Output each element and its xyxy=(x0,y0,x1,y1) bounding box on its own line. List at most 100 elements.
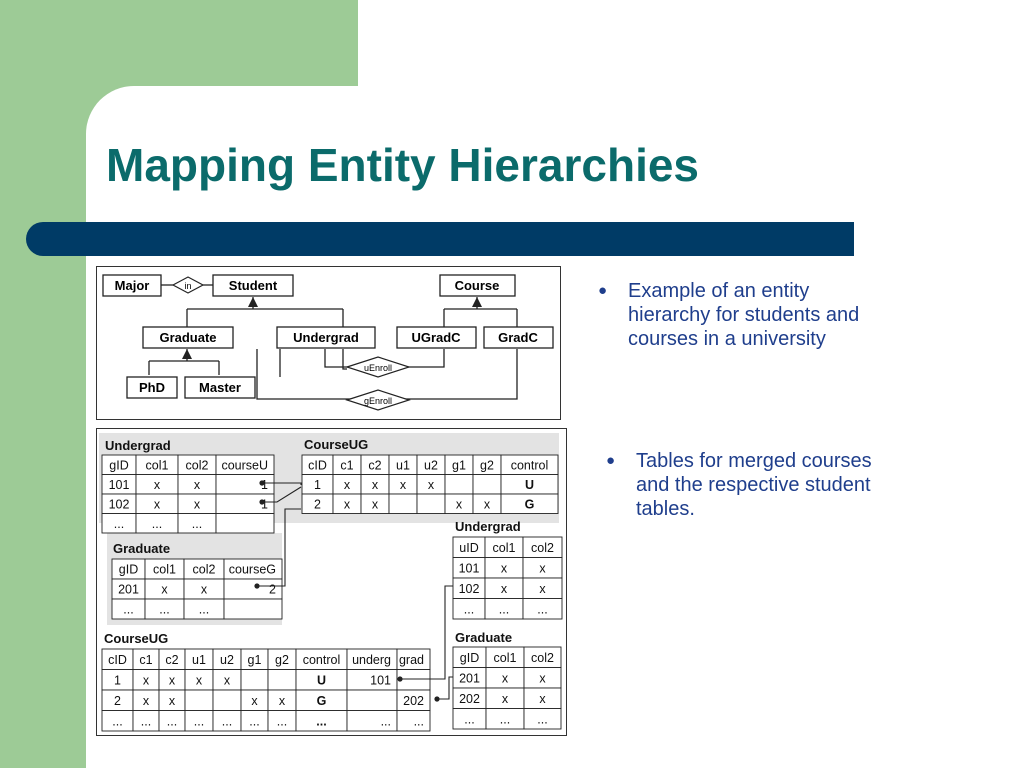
table-cell: ... xyxy=(152,517,162,531)
table-cell-border xyxy=(472,474,502,495)
column-header: control xyxy=(303,653,341,667)
reference-dot-icon xyxy=(259,499,265,505)
table-cell: 2 xyxy=(314,497,321,511)
table-cell-border xyxy=(346,689,398,711)
table-cell-border xyxy=(522,598,563,620)
svg-text:PhD: PhD xyxy=(139,380,165,395)
table-cell: x xyxy=(224,673,231,687)
table-cell: 201 xyxy=(118,583,139,597)
column-header: cID xyxy=(308,458,327,472)
column-header: u1 xyxy=(396,458,410,472)
isa-arrow-icon xyxy=(182,349,192,359)
entity-student: Student xyxy=(212,274,294,297)
column-header: col2 xyxy=(531,541,554,555)
table-cell: x xyxy=(196,673,203,687)
column-header: g2 xyxy=(480,458,494,472)
column-header: col1 xyxy=(146,458,169,472)
table-cell: U xyxy=(525,478,534,492)
entity-major: Major xyxy=(102,274,162,297)
table-cell-border xyxy=(416,493,446,514)
entity-graduate: Graduate xyxy=(142,326,234,349)
table-cell: x xyxy=(502,692,509,706)
table-cell: 1 xyxy=(114,673,121,687)
table-cell-border xyxy=(444,474,474,495)
table-cell: x xyxy=(143,673,150,687)
table-cell-border xyxy=(215,513,275,534)
table-cell-border xyxy=(388,493,418,514)
table-cell: x xyxy=(539,671,546,685)
table-cell: 101 xyxy=(109,478,130,492)
table-cell: x xyxy=(501,582,508,596)
table-cell: 202 xyxy=(403,694,424,708)
table-cell: 201 xyxy=(459,671,480,685)
table-title: Graduate xyxy=(455,630,512,645)
bullet-2-line-3: tables. xyxy=(636,498,695,520)
table-cell: ... xyxy=(123,603,133,617)
table-cell: ... xyxy=(222,714,232,728)
table-cell: x xyxy=(428,478,435,492)
svg-text:GradC: GradC xyxy=(498,330,538,345)
column-header: c1 xyxy=(340,458,353,472)
foreign-key-connectors xyxy=(257,482,453,700)
table-cell: ... xyxy=(464,602,474,616)
table-cell: x xyxy=(194,478,201,492)
svg-text:uEnroll: uEnroll xyxy=(364,363,392,373)
relationship-in: in xyxy=(171,276,205,294)
table-cell: ... xyxy=(194,714,204,728)
table-cell: ... xyxy=(249,714,259,728)
table-cell-border xyxy=(523,708,562,730)
column-header: cID xyxy=(108,653,127,667)
entity-undergrad: Undergrad xyxy=(276,326,376,349)
table-cell: x xyxy=(539,561,546,575)
column-header: col2 xyxy=(186,458,209,472)
table-cell: x xyxy=(251,694,258,708)
table-cell: ... xyxy=(500,712,510,726)
table-title: CourseUG xyxy=(104,631,168,646)
svg-text:Student: Student xyxy=(229,278,278,293)
svg-text:Master: Master xyxy=(199,380,241,395)
table-cell: ... xyxy=(414,714,424,728)
table-cell: x xyxy=(143,694,150,708)
isa-arrow-icon xyxy=(472,297,482,307)
table-row: ......... xyxy=(111,598,283,620)
reference-dot-icon xyxy=(259,480,265,486)
bullet-2-line-1: Tables for merged courses xyxy=(636,450,872,472)
svg-text:Course: Course xyxy=(455,278,500,293)
entity-course: Course xyxy=(439,274,516,297)
relationship-genroll: gEnroll xyxy=(345,389,411,411)
table-cell-border xyxy=(267,669,297,691)
bullet-dot-icon: ● xyxy=(606,452,616,469)
table-cell: x xyxy=(484,497,491,511)
table-cell: x xyxy=(279,694,286,708)
table-cell-border xyxy=(184,689,214,711)
bullet-dot-icon: ● xyxy=(598,282,608,299)
entity-master: Master xyxy=(184,376,256,399)
table-row: .............................. xyxy=(101,710,431,732)
table-cell: 1 xyxy=(261,478,268,492)
table-cell: x xyxy=(501,561,508,575)
table-cell: x xyxy=(154,478,161,492)
table-cell: U xyxy=(317,673,326,687)
reference-dot-icon xyxy=(434,696,440,702)
table-cell: x xyxy=(372,478,379,492)
bullet-2: ● Tables for merged courses and the resp… xyxy=(606,449,1006,529)
column-header: col1 xyxy=(153,563,176,577)
table-cell: x xyxy=(169,694,176,708)
title-underline-bar xyxy=(26,222,854,256)
table-cell: ... xyxy=(277,714,287,728)
bullet-2-line-2: and the respective student xyxy=(636,474,871,496)
table-cell: ... xyxy=(199,603,209,617)
svg-text:gEnroll: gEnroll xyxy=(364,396,392,406)
